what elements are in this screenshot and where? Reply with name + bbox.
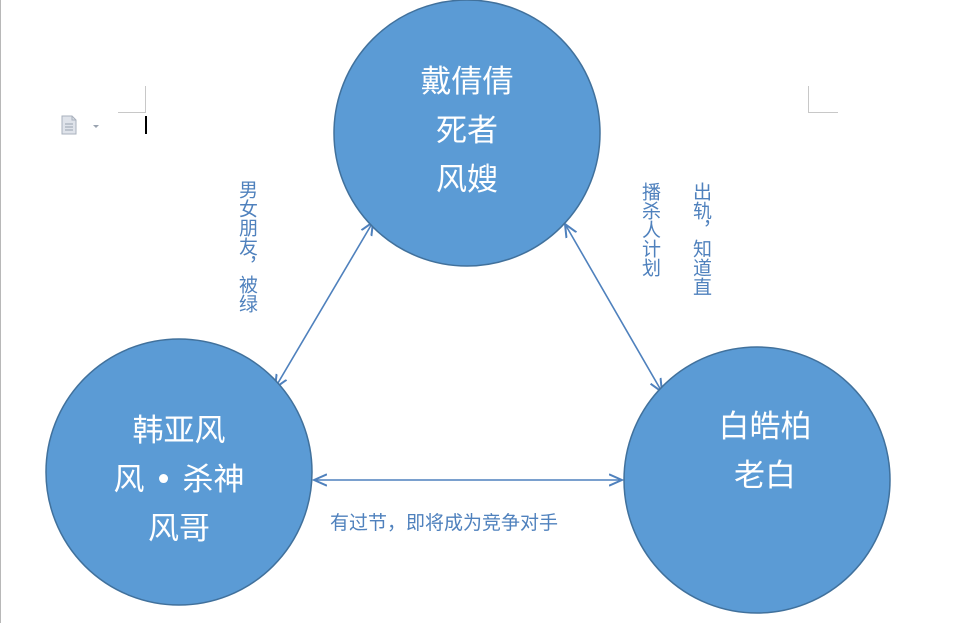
- node-top-line-2: 死者: [436, 113, 498, 149]
- edge-top-right: [565, 224, 662, 392]
- node-right-circle: [623, 346, 891, 614]
- edge-label-top-right-col2: 出轨，知道直: [690, 182, 712, 296]
- node-right-text: 白皓柏 老白: [665, 403, 865, 501]
- node-left-line-1: 韩亚风: [132, 413, 226, 449]
- edge-left-top: [275, 222, 373, 388]
- node-left-line-2: 风 • 杀神: [113, 462, 245, 498]
- page-corner-mark-left-h: [118, 112, 146, 113]
- node-left-text: 韩亚风 风 • 杀神 风哥: [69, 407, 289, 554]
- node-top-line-3: 风嫂: [436, 162, 498, 198]
- edge-label-top-right-col1: 播杀人计划: [639, 182, 661, 277]
- node-top-line-1: 戴倩倩: [420, 64, 514, 100]
- node-left-circle: [45, 338, 313, 606]
- node-left-line-3: 风哥: [148, 511, 210, 547]
- page-corner-mark-right: [808, 86, 809, 112]
- page-corner-mark-left: [145, 86, 146, 112]
- page-left-border: [0, 0, 1, 623]
- paste-options-icon[interactable]: [60, 115, 104, 135]
- node-right-line-1: 白皓柏: [718, 409, 812, 445]
- node-top-text: 戴倩倩 死者 风嫂: [367, 58, 567, 205]
- edge-label-left-top: 男女朋友，被绿: [236, 180, 258, 313]
- text-cursor: [145, 116, 147, 134]
- node-right-line-2: 老白: [734, 458, 796, 494]
- node-top-circle: [333, 0, 601, 267]
- edge-label-left-right: 有过节，即将成为竞争对手: [330, 512, 559, 534]
- page-corner-mark-right-h: [808, 112, 838, 113]
